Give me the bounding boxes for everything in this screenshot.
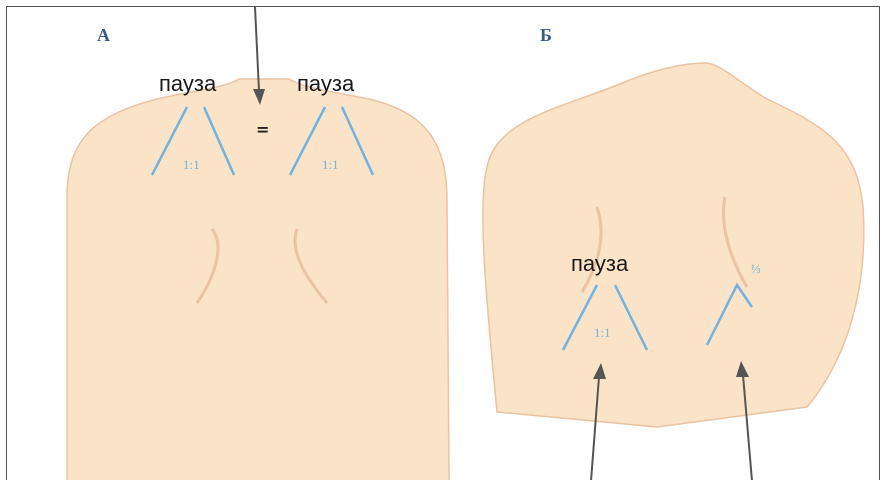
panel-a-equals-sign: =: [256, 120, 269, 139]
panel-a-left-ratio: 1:1: [183, 157, 200, 173]
figure-frame: А Б пауза пауза = 1:1 1:1 пауза 1:1 ⅓: [6, 6, 880, 480]
arrow-a-down: [253, 7, 265, 105]
figure-drawing: [7, 7, 880, 480]
panel-b-left-pause-label: пауза: [571, 251, 628, 277]
panel-b-left-ratio: 1:1: [594, 325, 611, 341]
panel-b-letter: Б: [540, 25, 552, 46]
panel-a-right-pause-label: пауза: [297, 71, 354, 97]
torso-a: [67, 79, 449, 480]
panel-a-right-ratio: 1:1: [322, 157, 339, 173]
panel-a-left-pause-label: пауза: [159, 71, 216, 97]
panel-b-right-ratio: ⅓: [751, 261, 761, 277]
panel-a-letter: А: [97, 25, 110, 46]
torso-b: [483, 63, 864, 427]
